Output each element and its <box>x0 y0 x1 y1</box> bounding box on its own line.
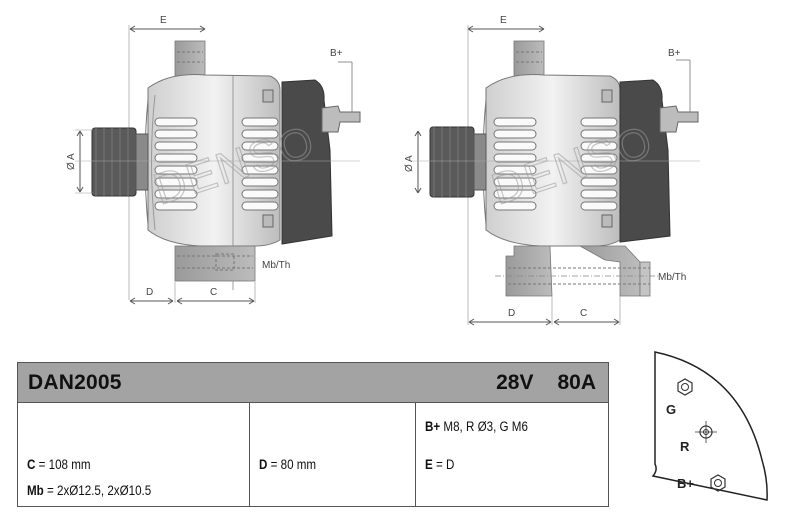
dimension-c: C <box>176 287 255 305</box>
spec-header: DAN2005 28V 80A <box>18 363 608 403</box>
spec-value: = 2xØ12.5, 2xØ10.5 <box>43 483 152 498</box>
b-plus-label: B+ <box>677 476 694 491</box>
spec-value: = 80 mm <box>267 457 317 472</box>
dimension-diameter-a: Ø A <box>404 130 422 194</box>
spec-value: = D <box>432 457 455 472</box>
current-rating: 80A <box>557 370 596 394</box>
dimension-c-label: C <box>580 308 587 319</box>
dimension-d: D <box>468 308 552 326</box>
spec-mb: Mb = 2xØ12.5, 2xØ10.5 <box>27 483 151 498</box>
b-plus-terminal-icon <box>710 474 726 492</box>
spec-terminals: B+ M8, R Ø3, G M6 <box>425 419 528 434</box>
alternator-view-left: E B+ <box>66 15 361 305</box>
bolt-bottom <box>262 214 274 228</box>
spec-e: E = D <box>425 457 454 472</box>
voltage-rating: 28V <box>496 370 534 394</box>
b-plus-label: B+ <box>668 48 681 59</box>
bottom-mount-front <box>505 245 553 297</box>
spec-d: D = 80 mm <box>259 457 316 472</box>
dimension-d: D <box>129 287 174 305</box>
alternator-view-right: E B+ <box>404 15 700 326</box>
b-plus-label: B+ <box>330 48 343 59</box>
r-label: R <box>680 439 690 454</box>
g-terminal-icon <box>677 378 693 396</box>
g-label: G <box>666 402 676 417</box>
cooling-fins <box>493 117 618 211</box>
b-plus-terminal: B+ <box>321 48 361 133</box>
spec-key: C <box>27 457 36 472</box>
dimension-d-label: D <box>508 308 515 319</box>
part-number: DAN2005 <box>28 370 122 394</box>
cooling-fins <box>154 117 279 211</box>
mb-th-label: Mb/Th <box>658 272 686 283</box>
spec-value: = 108 mm <box>35 457 91 472</box>
bolt-bottom <box>601 214 613 228</box>
spec-key: B+ <box>425 419 441 434</box>
spec-column-3: B+ M8, R Ø3, G M6 E = D <box>416 403 608 506</box>
spec-body: C = 108 mm Mb = 2xØ12.5, 2xØ10.5 D = 80 … <box>18 403 608 506</box>
spec-key: E <box>425 457 433 472</box>
pulley <box>429 126 487 198</box>
dimension-e-label: E <box>160 15 167 26</box>
bolt-top <box>601 89 613 103</box>
rear-cover <box>281 79 333 245</box>
dimension-c-label: C <box>210 287 217 298</box>
spec-c: C = 108 mm <box>27 457 91 472</box>
terminal-diagram: G R B+ <box>651 351 768 501</box>
dimension-d-label: D <box>146 287 153 298</box>
spec-value: M8, R Ø3, G M6 <box>440 419 528 434</box>
ratings: 28V 80A <box>496 371 596 395</box>
spec-table: DAN2005 28V 80A C = 108 mm Mb = 2xØ12.5,… <box>17 362 609 507</box>
pulley <box>91 127 149 197</box>
dimension-diameter-a: Ø A <box>66 129 93 194</box>
b-plus-terminal: B+ <box>659 48 699 133</box>
dimension-c: C <box>553 308 620 326</box>
dimension-a-label: Ø A <box>66 153 77 170</box>
spec-column-1: C = 108 mm Mb = 2xØ12.5, 2xØ10.5 <box>18 403 250 506</box>
bottom-mount-rear <box>578 245 641 297</box>
dimension-e-label: E <box>500 15 507 26</box>
spec-key: D <box>259 457 268 472</box>
r-terminal-icon <box>695 421 717 443</box>
spec-column-2: D = 80 mm <box>250 403 416 506</box>
dimension-a-label: Ø A <box>404 155 415 172</box>
spec-key: Mb <box>27 483 44 498</box>
bolt-top <box>262 89 274 103</box>
rear-cover-outline <box>651 351 768 501</box>
mb-th-label: Mb/Th <box>262 260 290 271</box>
bottom-mount <box>174 245 256 282</box>
